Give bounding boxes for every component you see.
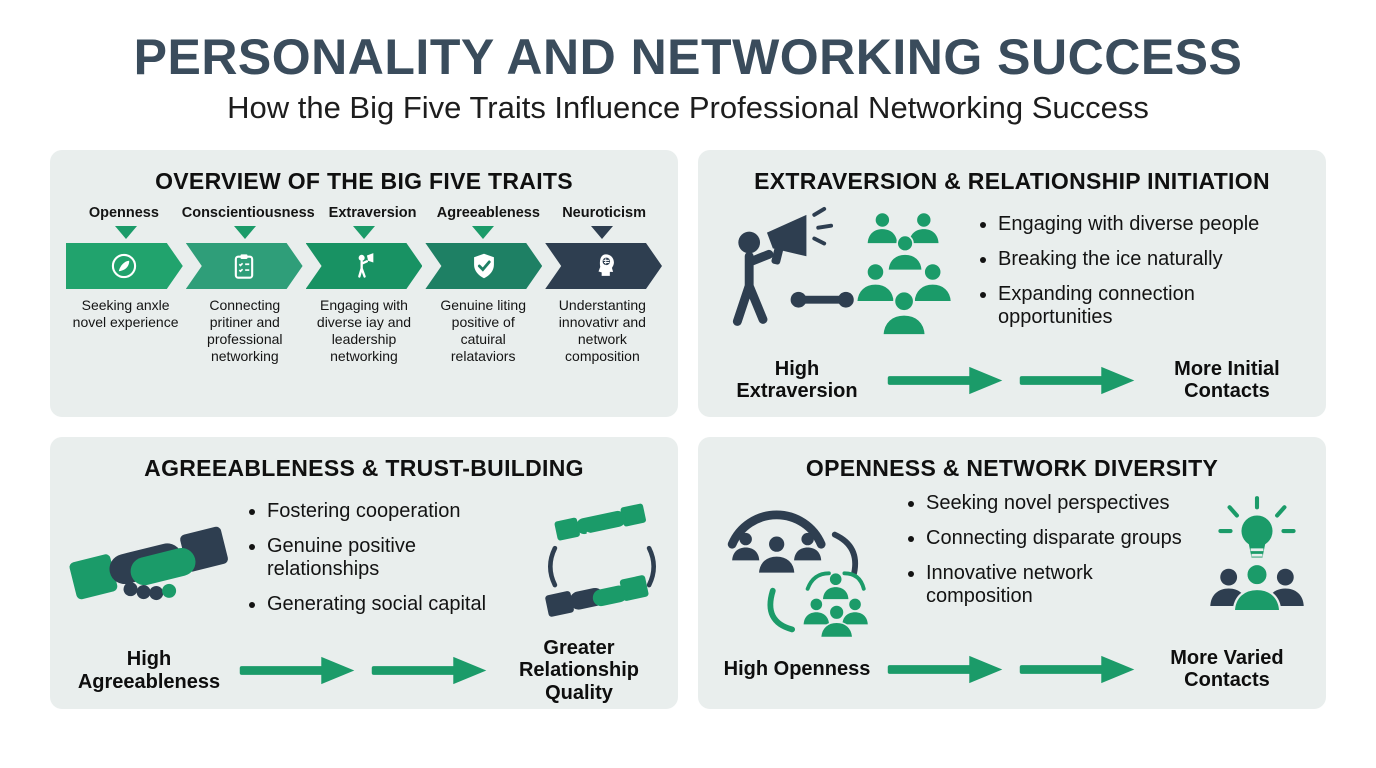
- right-arrow-icon: [887, 655, 1002, 683]
- panel-overview-title: OVERVIEW OF THE BIG FIVE TRAITS: [155, 168, 573, 194]
- shield-check-icon: [470, 252, 498, 280]
- idea-team-icon: [1204, 492, 1310, 639]
- crowd-icon: [855, 213, 953, 337]
- page-title: PERSONALITY AND NETWORKING SUCCESS: [133, 29, 1243, 85]
- trait-chevron-band: [66, 243, 662, 289]
- trait-desc-agreeableness: Genuine liting positive of catuiral rela…: [440, 297, 526, 365]
- flow-from-label: High Agreeableness: [77, 648, 221, 693]
- bullet-item: Engaging with diverse people: [998, 213, 1310, 236]
- chevron-segment-extraversion: [306, 243, 423, 289]
- person-megaphone-icon: [350, 252, 378, 280]
- down-triangle-icon: [472, 226, 495, 239]
- person-megaphone-icon: [732, 206, 834, 326]
- panel-openness-title: OPENNESS & NETWORK DIVERSITY: [805, 455, 1219, 481]
- right-arrow-icon: [887, 366, 1002, 394]
- flow-from-label: High Openness: [723, 658, 871, 681]
- panel-agreeableness: AGREEABLENESS & TRUST-BUILDING: [50, 437, 678, 709]
- trait-desc-conscientiousness: Connecting pritiner and professional net…: [207, 297, 283, 365]
- connector-icon: [790, 291, 854, 308]
- panel-grid: OVERVIEW OF THE BIG FIVE TRAITS Openness…: [50, 150, 1326, 709]
- page-subtitle: How the Big Five Traits Influence Profes…: [227, 90, 1149, 125]
- agreeableness-flow: High Agreeableness Greater Relationship …: [66, 637, 662, 704]
- flow-from-label: High Extraversion: [736, 358, 858, 403]
- handshake-icon: [66, 492, 241, 627]
- trait-markers-row: [66, 226, 662, 239]
- panel-extraversion: EXTRAVERSION & RELATIONSHIP INITIATION: [698, 150, 1326, 417]
- extraversion-bullets: Engaging with diverse people Breaking th…: [972, 213, 1310, 341]
- trait-label-openness: Openness: [88, 205, 159, 221]
- trait-labels-row: Openness Conscientiousness Extraversion …: [66, 205, 662, 221]
- openness-flow: High Openness More Varied Contacts: [714, 647, 1310, 692]
- bullet-item: Connecting disparate groups: [926, 527, 1198, 550]
- flow-to-label: Greater Relationship Quality: [518, 637, 639, 704]
- bullet-item: Breaking the ice naturally: [998, 248, 1310, 271]
- trait-descriptions-row: Seeking anxle novel experience Connectin…: [66, 297, 662, 365]
- down-triangle-icon: [352, 226, 375, 239]
- trait-desc-neuroticism: Understanting innovativr and network com…: [558, 297, 646, 365]
- down-triangle-icon: [114, 226, 137, 239]
- flow-to-label: More Varied Contacts: [1170, 647, 1284, 692]
- handshake-exchange-icon: [542, 492, 662, 637]
- bullet-item: Innovative network composition: [926, 562, 1198, 608]
- right-arrow-icon: [372, 656, 487, 685]
- header: PERSONALITY AND NETWORKING SUCCESS How t…: [0, 0, 1376, 126]
- flow-to-label: More Initial Contacts: [1174, 358, 1280, 403]
- openness-bullets: Seeking novel perspectives Connecting di…: [900, 492, 1198, 620]
- panel-extraversion-title: EXTRAVERSION & RELATIONSHIP INITIATION: [754, 168, 1270, 194]
- chevron-segment-agreeableness: [425, 243, 542, 289]
- trait-label-conscientiousness: Conscientiousness: [181, 205, 315, 221]
- extraversion-flow: High Extraversion More Initial Contacts: [714, 358, 1310, 403]
- infographic: PERSONALITY AND NETWORKING SUCCESS How t…: [0, 0, 1376, 709]
- head-brain-icon: [590, 252, 618, 280]
- bullet-item: Generating social capital: [267, 593, 509, 616]
- right-arrow-icon: [239, 656, 354, 685]
- bullet-item: Expanding connection opportunities: [998, 283, 1310, 329]
- panel-overview: OVERVIEW OF THE BIG FIVE TRAITS Openness…: [50, 150, 678, 417]
- leaf-icon: [110, 252, 138, 280]
- panel-openness: OPENNESS & NETWORK DIVERSITY: [698, 437, 1326, 709]
- right-arrow-icon: [1020, 366, 1135, 394]
- trait-desc-openness: Seeking anxle novel experience: [72, 297, 179, 331]
- right-arrow-icon: [1020, 655, 1135, 683]
- down-triangle-icon: [233, 226, 256, 239]
- trait-desc-extraversion: Engaging with diverse iay and leadership…: [316, 297, 412, 365]
- extraversion-illustration: [714, 205, 964, 358]
- connected-groups-icon: [714, 492, 894, 647]
- down-triangle-icon: [591, 226, 614, 239]
- chevron-segment-conscientiousness: [186, 243, 303, 289]
- bullet-item: Seeking novel perspectives: [926, 492, 1198, 515]
- agreeableness-bullets: Fostering cooperation Genuine positive r…: [241, 500, 509, 628]
- panel-agreeableness-title: AGREEABLENESS & TRUST-BUILDING: [144, 455, 584, 481]
- bullet-item: Fostering cooperation: [267, 500, 509, 523]
- trait-label-agreeableness: Agreeableness: [436, 205, 540, 221]
- bullet-item: Genuine positive relationships: [267, 535, 509, 581]
- chevron-segment-openness: [66, 243, 183, 289]
- clipboard-checklist-icon: [230, 252, 258, 280]
- chevron-segment-neuroticism: [545, 243, 662, 289]
- trait-label-neuroticism: Neuroticism: [562, 205, 647, 221]
- trait-label-extraversion: Extraversion: [328, 205, 417, 221]
